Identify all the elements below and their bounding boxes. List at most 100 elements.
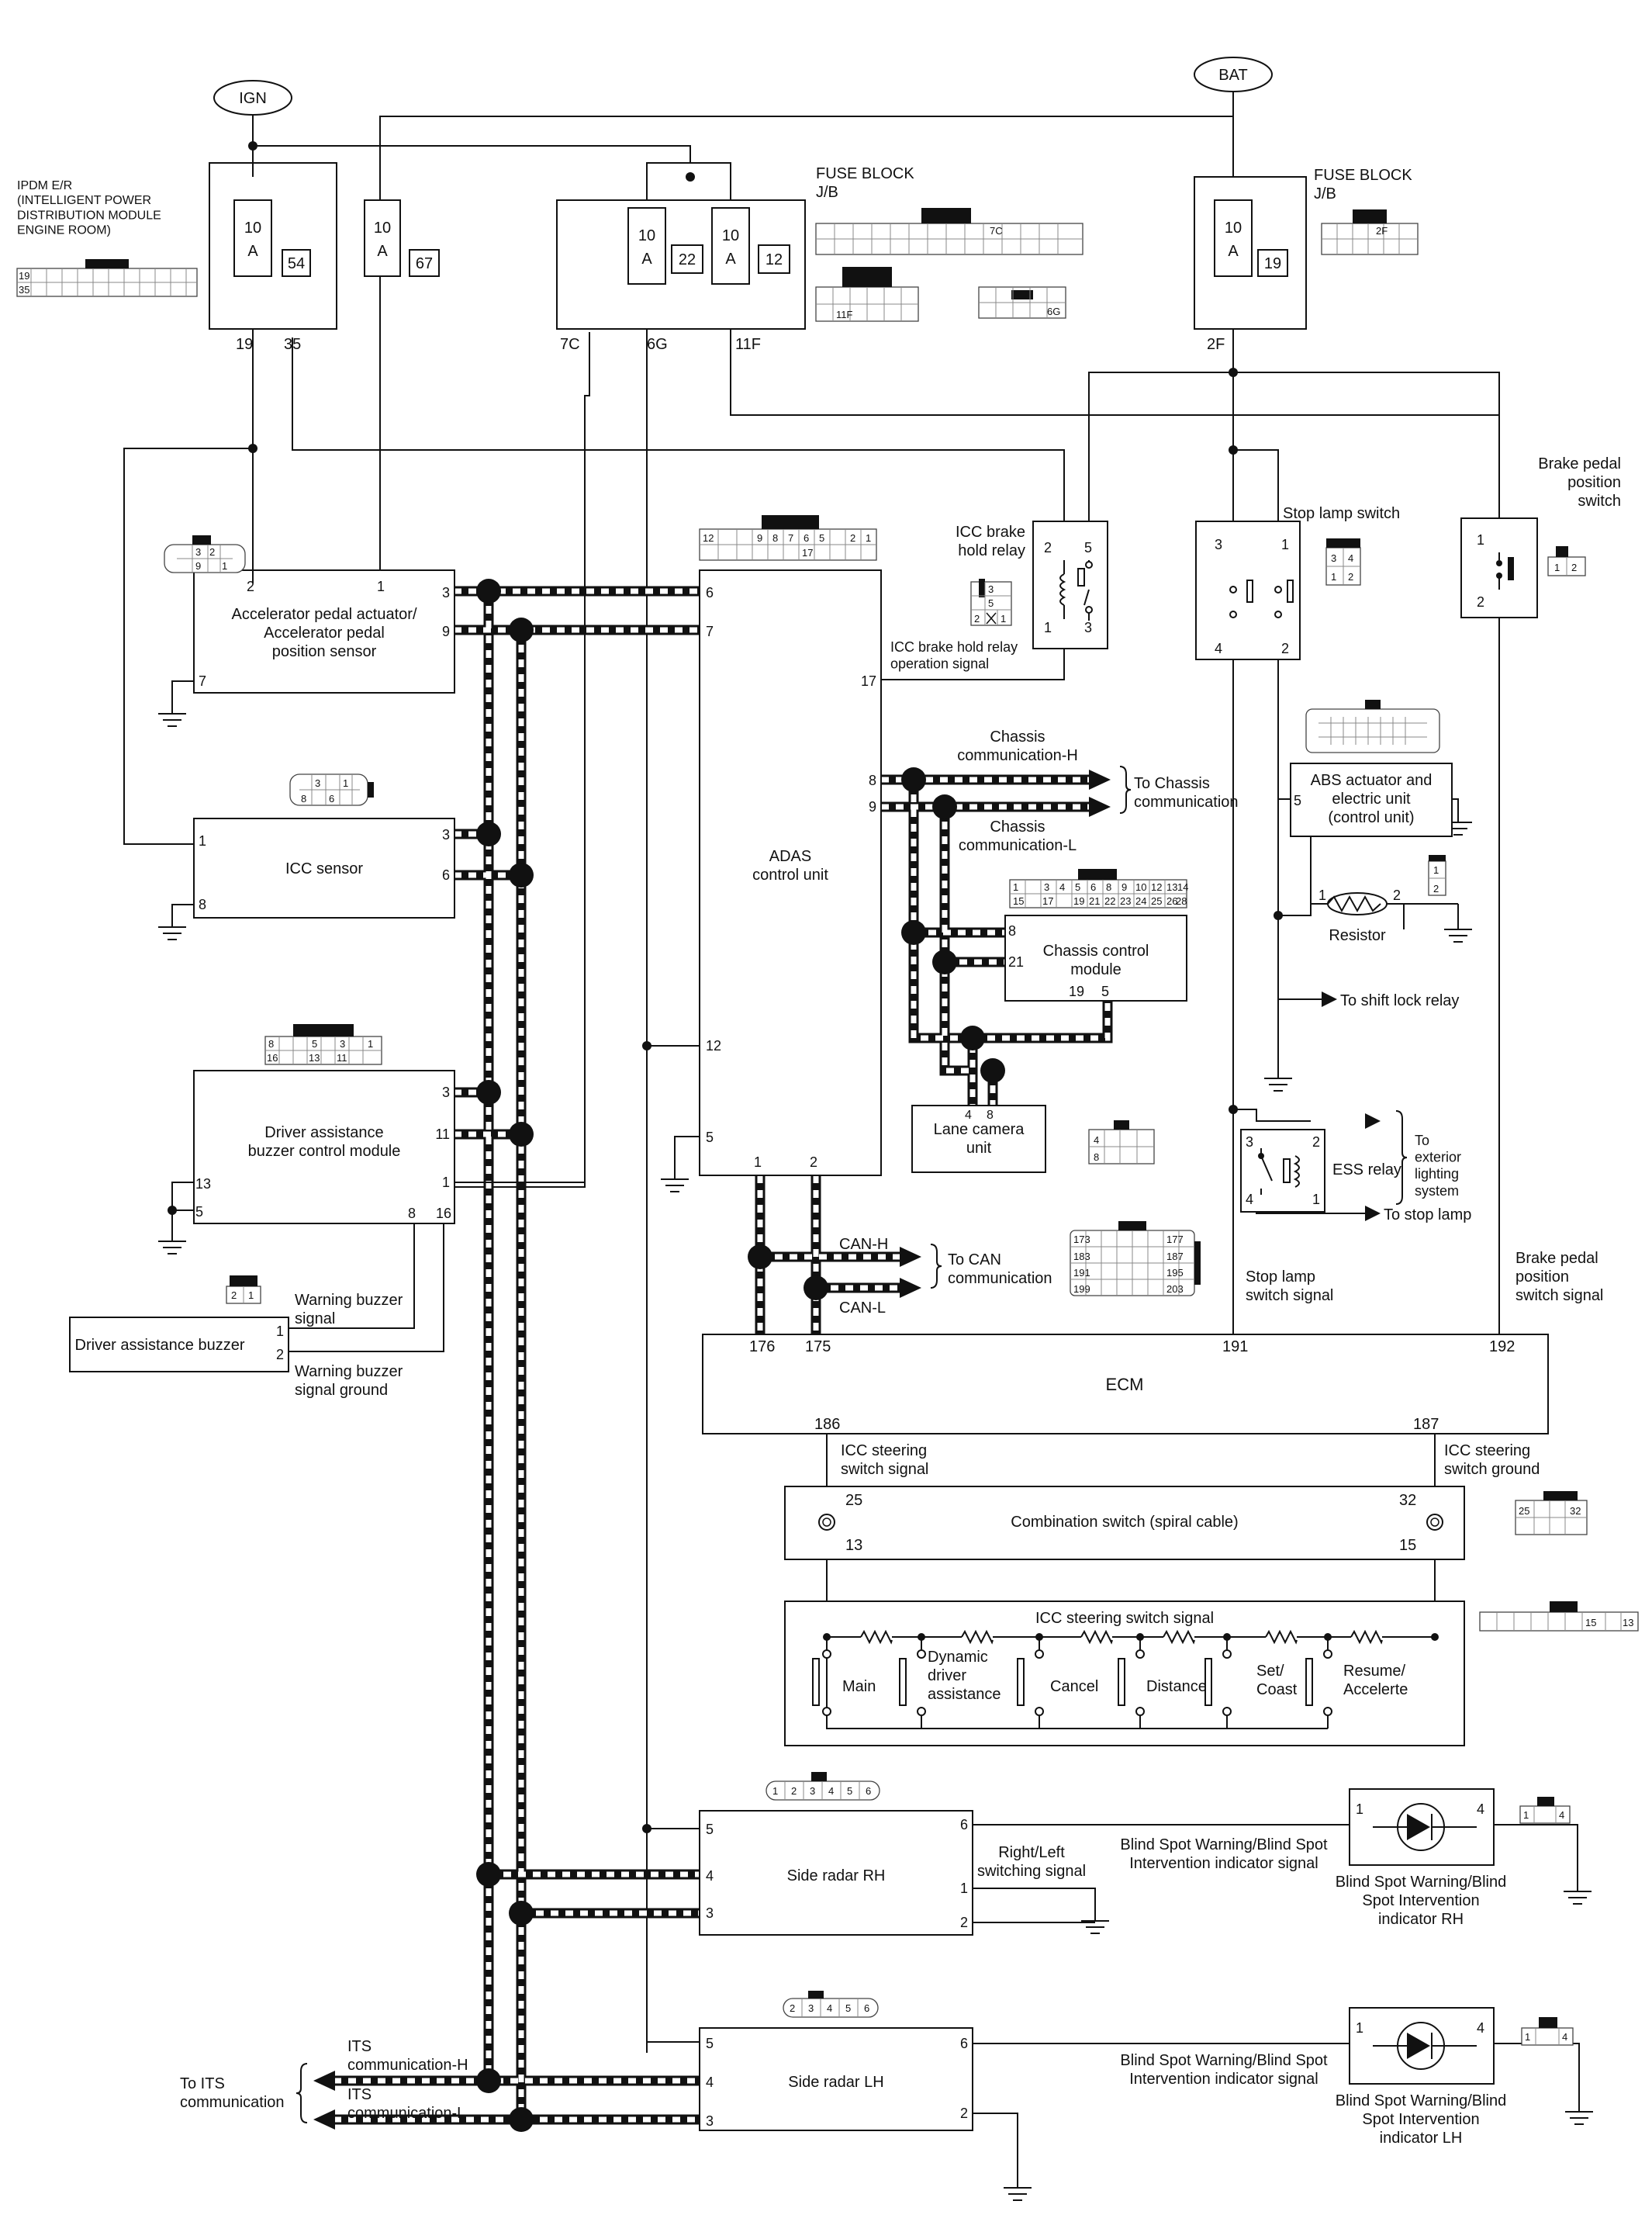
bcm-conn-8: 8: [268, 1038, 274, 1050]
adas-pin-b1: 1: [754, 1154, 762, 1170]
ipdm-box: [209, 162, 337, 330]
ind-rh-conn-4: 4: [1559, 1809, 1564, 1821]
connector-11f: 11F: [815, 267, 919, 322]
adas-pin-b2: 2: [810, 1154, 817, 1170]
radar-rh-pin-6: 6: [960, 1817, 968, 1832]
radar-lh-pin-5: 5: [706, 2036, 714, 2051]
icc-sensor-pin-1: 1: [199, 833, 206, 849]
ecm-conn-195: 195: [1166, 1267, 1184, 1279]
fuse-22-unit: A: [641, 251, 652, 268]
connector-ind-rh: 1 4: [1519, 1797, 1571, 1824]
fuse-19-number: 19: [1264, 255, 1281, 272]
ecm-conn-183: 183: [1073, 1251, 1090, 1262]
buzzer-pin-2: 2: [276, 1347, 284, 1362]
ccm-conn-21: 21: [1089, 895, 1100, 907]
brake-pedal-switch: [1460, 517, 1538, 618]
radar-lh-conn-5: 5: [845, 2002, 851, 2014]
brake-conn-1: 1: [1554, 562, 1560, 573]
adas-pin-12: 12: [706, 1038, 721, 1054]
ess-name: ESS relay: [1332, 1161, 1401, 1178]
buzzer-conn-2: 2: [231, 1289, 237, 1301]
ess-to-stop: To stop lamp: [1384, 1206, 1471, 1223]
steering-title: ICC steering switch signal: [1035, 1610, 1214, 1627]
ind-lh-conn-1: 1: [1525, 2031, 1530, 2043]
connector-accel: 3 2 9 1: [164, 535, 246, 573]
adas-conn-2: 2: [850, 532, 855, 544]
bcm-conn-16: 16: [267, 1052, 278, 1064]
fuse-19-no-box: [1257, 249, 1288, 277]
fuse-12-rating: 10: [722, 227, 739, 244]
radar-rh-conn-3: 3: [810, 1785, 815, 1797]
relay-pin-2: 2: [1044, 540, 1052, 555]
relay-conn-5: 5: [988, 597, 994, 609]
steer-main: Main: [842, 1678, 876, 1695]
adas-pin-17: 17: [861, 673, 876, 689]
radar-lh-conn-6: 6: [864, 2002, 869, 2014]
bcm-conn-11: 11: [337, 1052, 347, 1064]
steer-cancel: Cancel: [1050, 1678, 1098, 1695]
fuse-22: [627, 207, 666, 285]
fuse-54: [233, 199, 272, 277]
icc-conn-1: 1: [343, 777, 348, 789]
fuse-54-number: 54: [288, 255, 305, 272]
radar-rh-conn-1: 1: [772, 1785, 778, 1797]
fuse-22-no-box: [671, 244, 703, 274]
fuse-19-unit: A: [1228, 243, 1239, 260]
fuse-54-no-box: [282, 249, 311, 277]
shift-lock-label: To shift lock relay: [1340, 992, 1459, 1009]
ecm: [702, 1334, 1549, 1434]
connector-ecm: 173 177 183 187 191 195 199 203: [1070, 1221, 1201, 1296]
radar-lh-conn-3: 3: [808, 2002, 814, 2014]
ccm-conn-8: 8: [1106, 881, 1111, 893]
combo-pin-15: 15: [1399, 1537, 1416, 1554]
combo-name: Combination switch (spiral cable): [1011, 1514, 1238, 1531]
ipdm-conn-35: 35: [19, 284, 29, 296]
connector-lane: 4 8: [1088, 1120, 1155, 1164]
icc-brake-hold-relay: [1032, 521, 1108, 649]
bcm-pin-16: 16: [436, 1206, 451, 1221]
side-radar-rh: [699, 1810, 973, 1936]
fuse-12-number: 12: [766, 251, 783, 268]
fuse-12: [711, 207, 750, 285]
connector-adas: 12 9 8 7 6 5 2 1 17: [699, 515, 877, 561]
fuse-22-rating: 10: [638, 227, 655, 244]
steer-set: Set/Coast: [1256, 1663, 1298, 1698]
ccm-conn-4: 4: [1059, 881, 1065, 893]
ipdm-pin-19: 19: [236, 336, 253, 353]
bcm-pin-8: 8: [408, 1206, 416, 1221]
stop-sw-pin-2: 2: [1281, 641, 1289, 656]
adas-conn-17: 17: [802, 547, 813, 559]
bcm-conn-5: 5: [312, 1038, 317, 1050]
radar-lh-pin-4: 4: [706, 2075, 714, 2090]
ccm-conn-15: 15: [1013, 895, 1024, 907]
radar-rh-pin-2: 2: [960, 1915, 968, 1930]
connector-radar-rh: 1 2 3 4 5 6: [766, 1772, 880, 1801]
stop-sw-pin-4: 4: [1215, 641, 1222, 656]
radar-rh-pin-3: 3: [706, 1905, 714, 1921]
connector-bcm: 8 5 3 1 16 13 11: [264, 1024, 382, 1065]
bcm-conn-1: 1: [368, 1038, 373, 1050]
arrows: [313, 770, 1381, 2130]
lane-camera-unit: [911, 1105, 1046, 1173]
accel-pin-3: 3: [442, 585, 450, 600]
combo-pin-25: 25: [845, 1492, 862, 1509]
radar-rh-conn-4: 4: [828, 1785, 834, 1797]
ind-lh-pin-1: 1: [1356, 2020, 1363, 2036]
resistor-pin-1: 1: [1318, 888, 1326, 903]
connector-6g: 6G: [978, 286, 1066, 319]
connector-7c: 7C: [815, 208, 1083, 255]
ccm-conn-12: 12: [1151, 881, 1162, 893]
ccm-conn-28: 28: [1176, 895, 1187, 907]
